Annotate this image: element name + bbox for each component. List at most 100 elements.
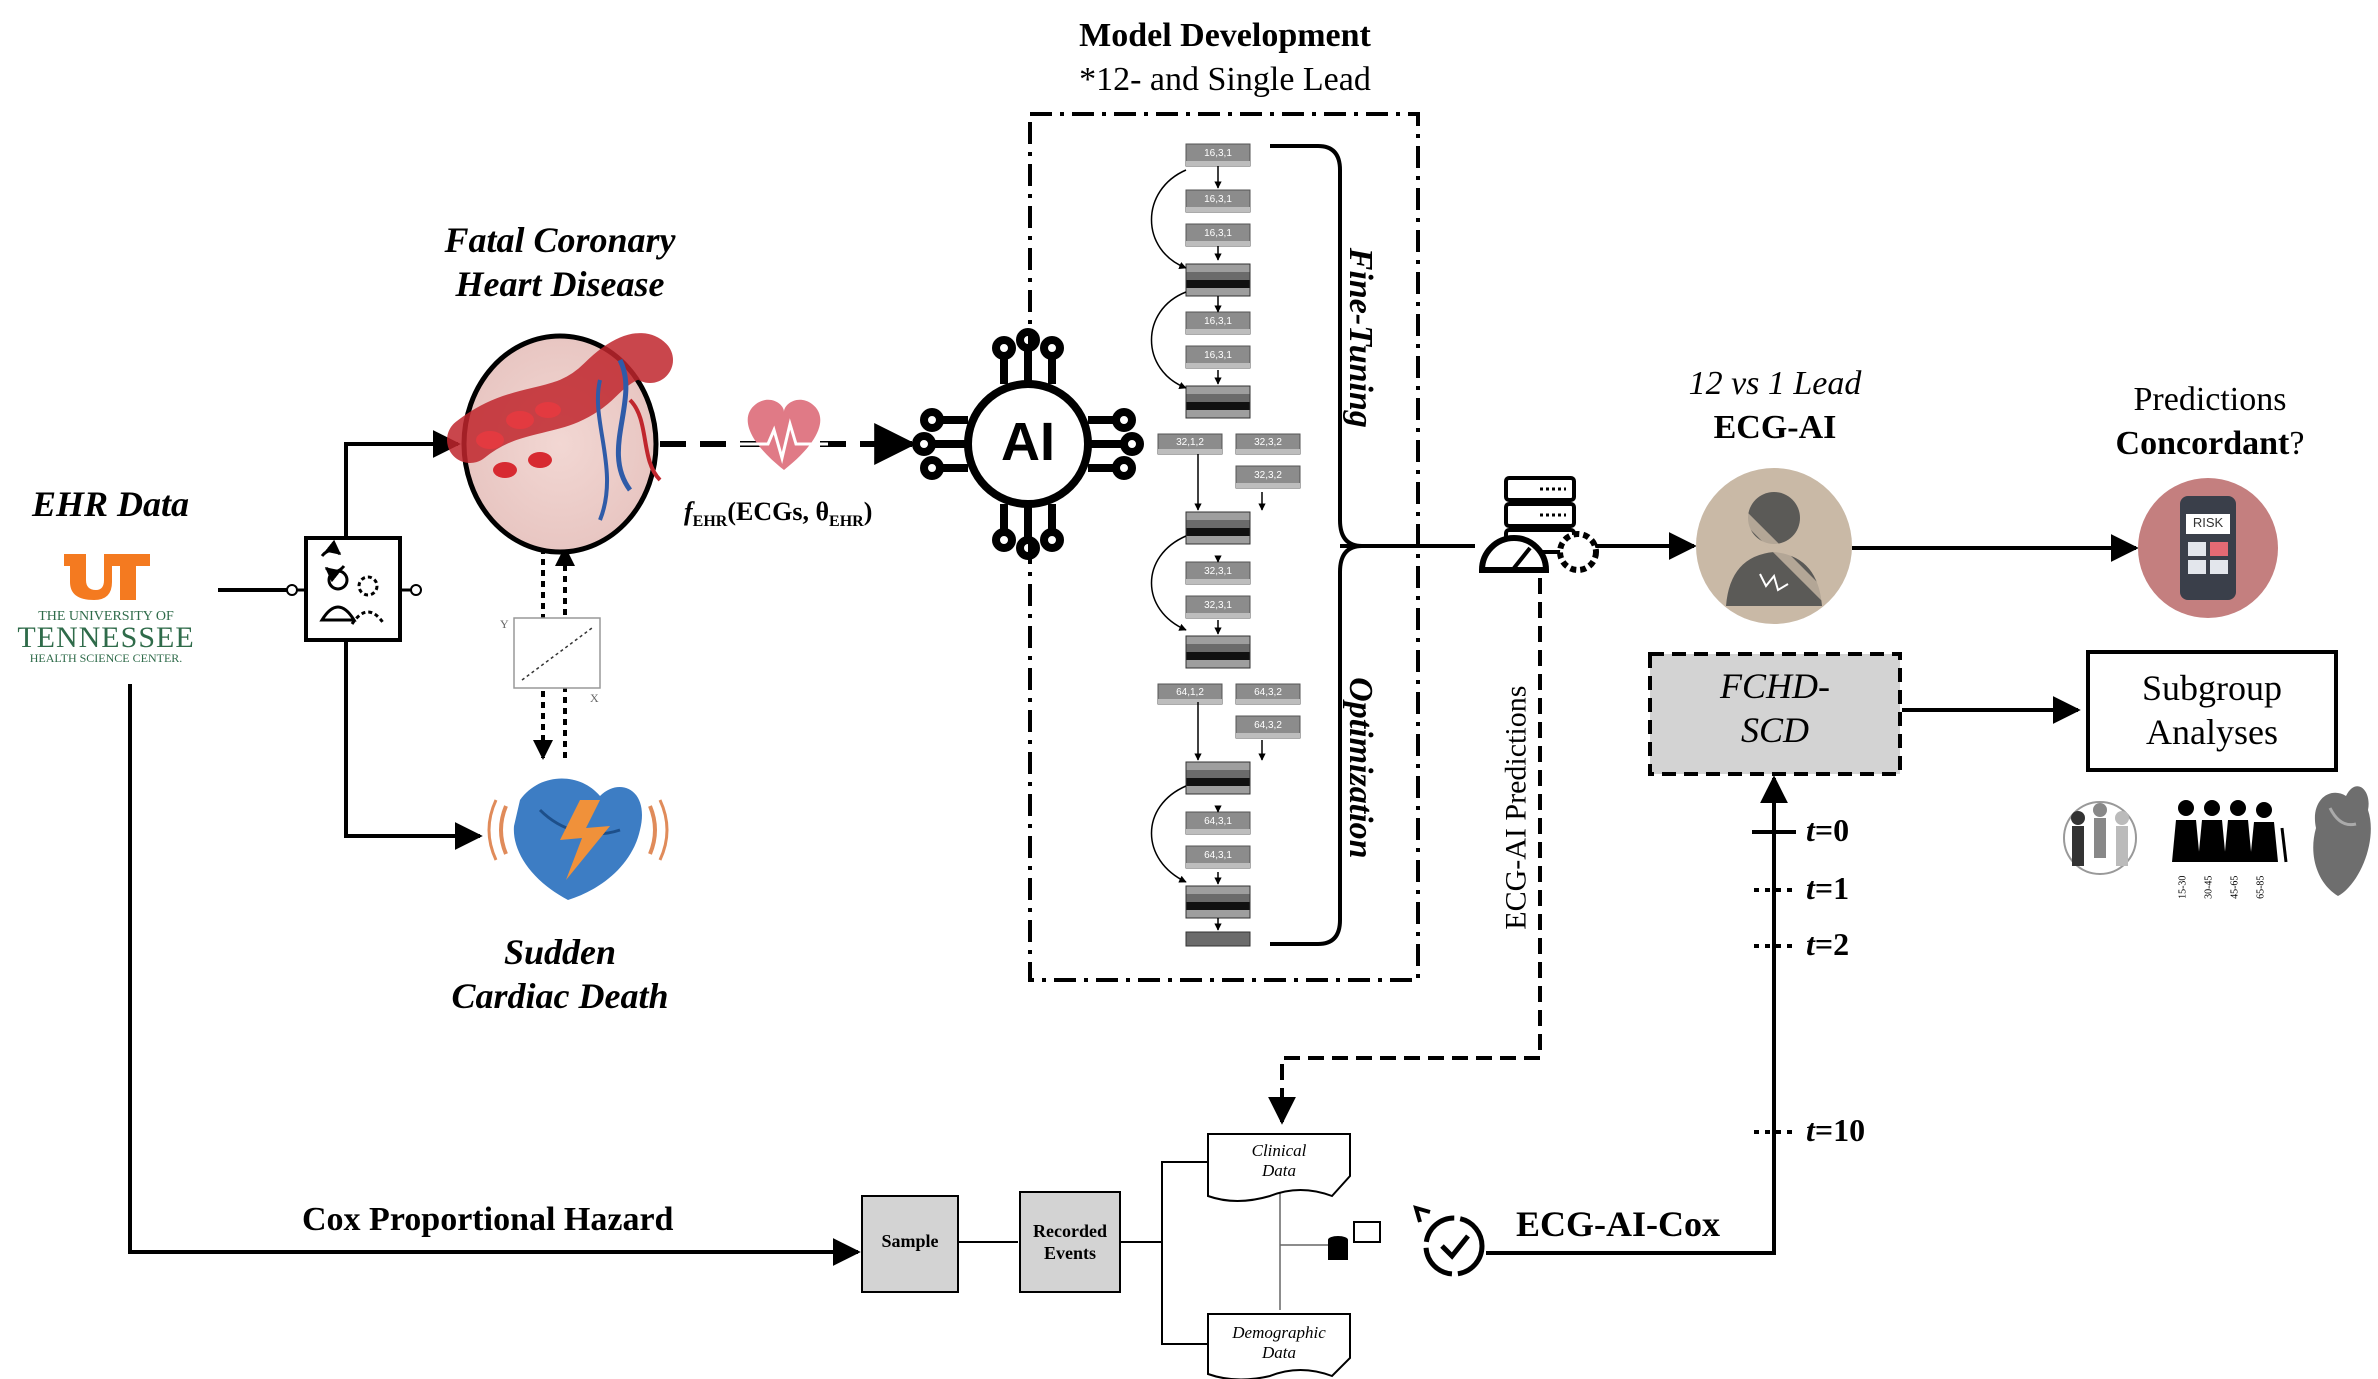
conv-block: 64,3,1 [1185, 845, 1251, 869]
conv-block: 32,3,2 [1235, 465, 1301, 489]
ut-logo-line2: TENNESSEE [17, 621, 195, 654]
risk-phone-label: RISK [2192, 515, 2224, 530]
formula-f: f [684, 497, 693, 526]
recorded-events-line2: Events [1043, 1243, 1096, 1263]
formula-f-sub: EHR [692, 513, 728, 531]
formula-args: (ECGs, θ [727, 497, 830, 526]
subgroup-analyses-box [2086, 650, 2338, 772]
ai-chip-label: AI [1001, 412, 1055, 472]
conv-block-label: 32,3,1 [1204, 600, 1232, 611]
conv-block-label: 16,3,1 [1204, 194, 1232, 205]
fine-tuning-brace [1270, 144, 1363, 548]
ecg-ai-title: ECG-AI [1713, 409, 1837, 446]
demographic-data-doc [1207, 1313, 1351, 1379]
demographic-data-line1: Demographic [1232, 1323, 1326, 1342]
pooling-block [1185, 885, 1251, 919]
cox-title: Cox Proportional Hazard [302, 1201, 674, 1238]
conv-block-label: 64,3,1 [1204, 850, 1232, 861]
ut-logo-line3: HEALTH SCIENCE CENTER. [29, 651, 183, 665]
timepoint-2: t=2 [1806, 926, 1850, 962]
concordant-question: ? [2289, 425, 2305, 462]
output-block [1185, 931, 1251, 947]
conv-block: 64,3,1 [1185, 811, 1251, 835]
risk-phone-icon [2138, 478, 2278, 618]
conv-block: 16,3,1 [1185, 143, 1251, 167]
subgroup-line2: Analyses [2146, 712, 2278, 752]
ecg-ai-lead-icon [1696, 468, 1852, 624]
age-group-4: 65-85 [2255, 875, 2267, 899]
conv-block: 32,1,2 [1157, 433, 1223, 455]
timepoint-10-value: =10 [1814, 1112, 1866, 1148]
clinical-data-line1: Clinical [1251, 1141, 1307, 1160]
conv-block: 16,3,1 [1185, 311, 1251, 335]
age-groups-icon [2172, 800, 2288, 863]
ecg-ai-lead-label: 12 vs 1 Lead [1688, 365, 1862, 402]
ecg-ai-predictions-label: ECG-AI Predictions [1499, 685, 1533, 930]
scd-title-line2: Cardiac Death [451, 976, 669, 1016]
conv-block-label: 32,3,2 [1254, 470, 1282, 481]
recorded-events-line1: Recorded [1033, 1221, 1107, 1241]
conv-block: 16,3,1 [1185, 189, 1251, 213]
concordant-bold: Concordant [2115, 425, 2290, 462]
predictions-title: Predictions [2133, 381, 2287, 418]
formula-theta-sub: EHR [829, 513, 864, 531]
coronary-illustration [447, 333, 673, 555]
conv-block: 16,3,1 [1185, 223, 1251, 247]
stopwatch-check-icon [1413, 1205, 1485, 1277]
scd-title-line1: Sudden [503, 932, 617, 972]
fchd-scd-line2: SCD [1740, 710, 1809, 750]
conv-block: 64,1,2 [1157, 683, 1223, 705]
timepoint-1-value: =1 [1814, 870, 1850, 906]
data-selection-node [286, 536, 422, 642]
recorded-events-box [1019, 1191, 1121, 1293]
timepoint-2-t: t [1806, 926, 1815, 962]
conv-block-label: 32,1,2 [1176, 437, 1204, 448]
timepoint-2-value: =2 [1814, 926, 1850, 962]
pooling-block [1185, 385, 1251, 419]
conv-block-label: 64,3,1 [1204, 816, 1232, 827]
model-development-box [1028, 112, 1420, 982]
clinical-data-doc [1207, 1133, 1351, 1202]
ecg-ai-cox-label: ECG-AI-Cox [1516, 1204, 1720, 1244]
database-icon [1328, 1221, 1381, 1260]
optimization-brace [1270, 544, 1363, 946]
fchd-scd-line1: FCHD- [1720, 666, 1830, 706]
pooling-block [1185, 635, 1251, 669]
fchd-scd-box [1648, 652, 1902, 776]
age-group-1: 15-30 [2177, 875, 2189, 899]
correlation-plot-icon [513, 617, 601, 689]
model-development-subtitle: *12- and Single Lead [1079, 61, 1371, 98]
fine-tuning-label: Fine-Tuning [1341, 247, 1379, 428]
conv-block: 32,3,1 [1185, 595, 1251, 619]
conv-block-label: 16,3,1 [1204, 148, 1232, 159]
age-group-2: 30-45 [2203, 875, 2215, 899]
timepoint-10: t=10 [1806, 1112, 1866, 1148]
concordant-title: Concordant? [2080, 426, 2340, 462]
formula-close: ) [863, 497, 873, 526]
timepoint-1-t: t [1806, 870, 1815, 906]
ut-logo [64, 554, 150, 600]
timepoint-1: t=1 [1806, 870, 1850, 906]
plot-y-label: Y [500, 617, 509, 631]
timepoint-0-t: t [1806, 812, 1815, 848]
pooling-block [1185, 761, 1251, 795]
pooling-block [1185, 263, 1251, 297]
conv-block-label: 64,3,2 [1254, 687, 1282, 698]
conv-block: 64,3,2 [1235, 683, 1301, 705]
anatomical-heart-icon [2313, 786, 2371, 896]
model-development-title: Model Development [1079, 17, 1371, 54]
conv-block-label: 32,3,2 [1254, 437, 1282, 448]
pooling-block [1185, 511, 1251, 545]
fchd-title-line1: Fatal Coronary [444, 220, 676, 260]
server-dashboard-icon [1478, 476, 1599, 573]
conv-block: 32,3,1 [1185, 561, 1251, 585]
sudden-cardiac-death-heart-icon [487, 778, 669, 900]
conv-block-label: 16,3,1 [1204, 316, 1232, 327]
demographic-data-line2: Data [1262, 1343, 1296, 1362]
subgroup-line1: Subgroup [2141, 668, 2282, 708]
conv-block: 64,3,2 [1235, 715, 1301, 739]
ehr-model-formula: fEHR(ECGs, θEHR) [684, 498, 872, 531]
conv-block-label: 64,1,2 [1176, 687, 1204, 698]
